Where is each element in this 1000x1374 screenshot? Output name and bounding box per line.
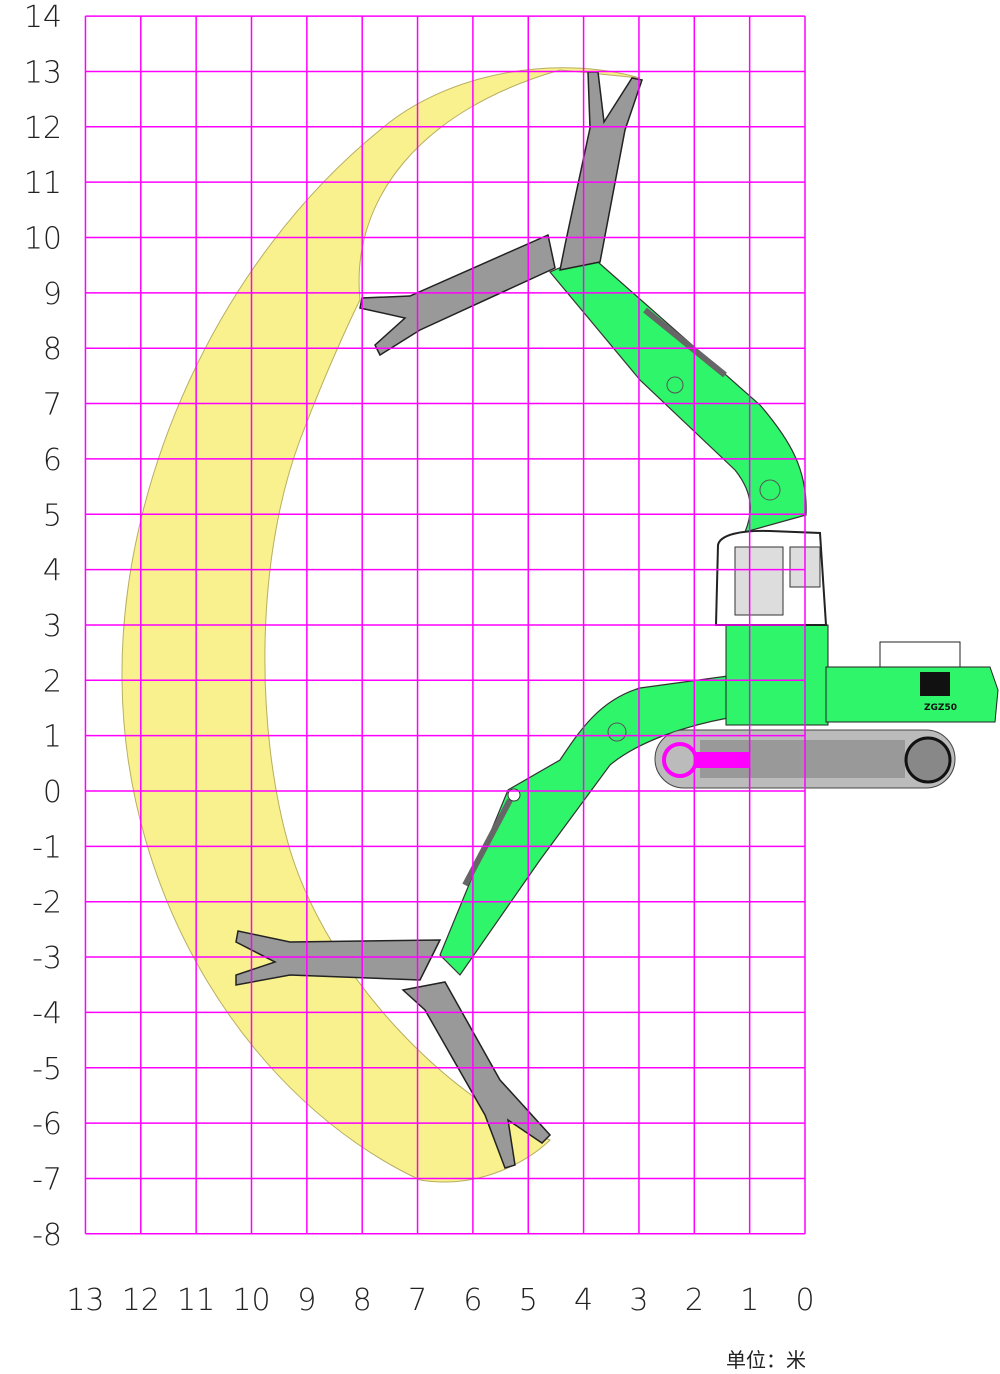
pin-icon — [759, 479, 781, 501]
y-tick-label: 6 — [43, 443, 62, 478]
x-tick-label: 4 — [574, 1283, 593, 1318]
y-tick-label: -7 — [32, 1162, 62, 1197]
model-label: ZGZ50 — [924, 703, 957, 713]
y-tick-label: 1 — [43, 720, 62, 755]
x-tick-label: 6 — [463, 1283, 482, 1318]
y-tick-label: 11 — [24, 166, 62, 201]
y-tick-label: -8 — [32, 1218, 62, 1253]
y-tick-label: -5 — [32, 1052, 62, 1087]
grille — [920, 672, 950, 696]
cab-window — [734, 546, 784, 616]
engine-cover — [879, 641, 961, 668]
y-tick-label: -3 — [32, 941, 62, 976]
pin-icon — [507, 788, 521, 802]
x-tick-label: 7 — [408, 1283, 427, 1318]
y-tick-label: 3 — [43, 609, 62, 644]
y-tick-label: 14 — [24, 0, 62, 35]
boom-cylinder — [643, 307, 727, 378]
x-tick-label: 5 — [519, 1283, 538, 1318]
lower-gripper-vertical — [401, 981, 552, 1169]
y-tick-label: 13 — [24, 55, 62, 90]
x-tick-label: 12 — [122, 1283, 160, 1318]
lower-boom — [439, 675, 729, 976]
y-tick-label: 10 — [24, 222, 62, 257]
unit-label: 单位：米 — [726, 1348, 806, 1372]
y-tick-label: -6 — [32, 1107, 62, 1142]
y-tick-label: 8 — [43, 332, 62, 367]
y-tick-label: -1 — [32, 830, 62, 865]
sprocket-icon — [904, 736, 952, 784]
y-tick-label: 9 — [43, 277, 62, 312]
upper-boom — [549, 254, 807, 533]
x-tick-label: 10 — [232, 1283, 270, 1318]
x-tick-label: 3 — [629, 1283, 648, 1318]
upper-arm — [559, 71, 643, 271]
y-tick-label: 12 — [24, 111, 62, 146]
grid-overlay — [84, 15, 806, 1235]
pin-icon — [607, 722, 627, 742]
y-tick-label: 4 — [43, 554, 62, 589]
machine-body — [725, 624, 829, 726]
x-tick-label: 2 — [685, 1283, 704, 1318]
y-tick-label: 0 — [43, 775, 62, 810]
x-tick-label: 13 — [66, 1283, 104, 1318]
engine-hood — [825, 666, 999, 723]
y-tick-label: 7 — [43, 388, 62, 423]
x-tick-label: 9 — [297, 1283, 316, 1318]
x-tick-label: 11 — [177, 1283, 215, 1318]
y-tick-label: -4 — [32, 996, 62, 1031]
pin-icon — [666, 376, 684, 394]
x-tick-label: 0 — [795, 1283, 814, 1318]
x-tick-label: 1 — [740, 1283, 759, 1318]
y-tick-label: 2 — [43, 664, 62, 699]
lower-gripper-horizontal — [235, 930, 442, 986]
x-tick-label: 8 — [353, 1283, 372, 1318]
y-tick-label: -2 — [32, 886, 62, 921]
y-tick-label: 5 — [43, 498, 62, 533]
upper-gripper-horizontal — [359, 233, 556, 357]
tension-spring — [695, 752, 750, 768]
